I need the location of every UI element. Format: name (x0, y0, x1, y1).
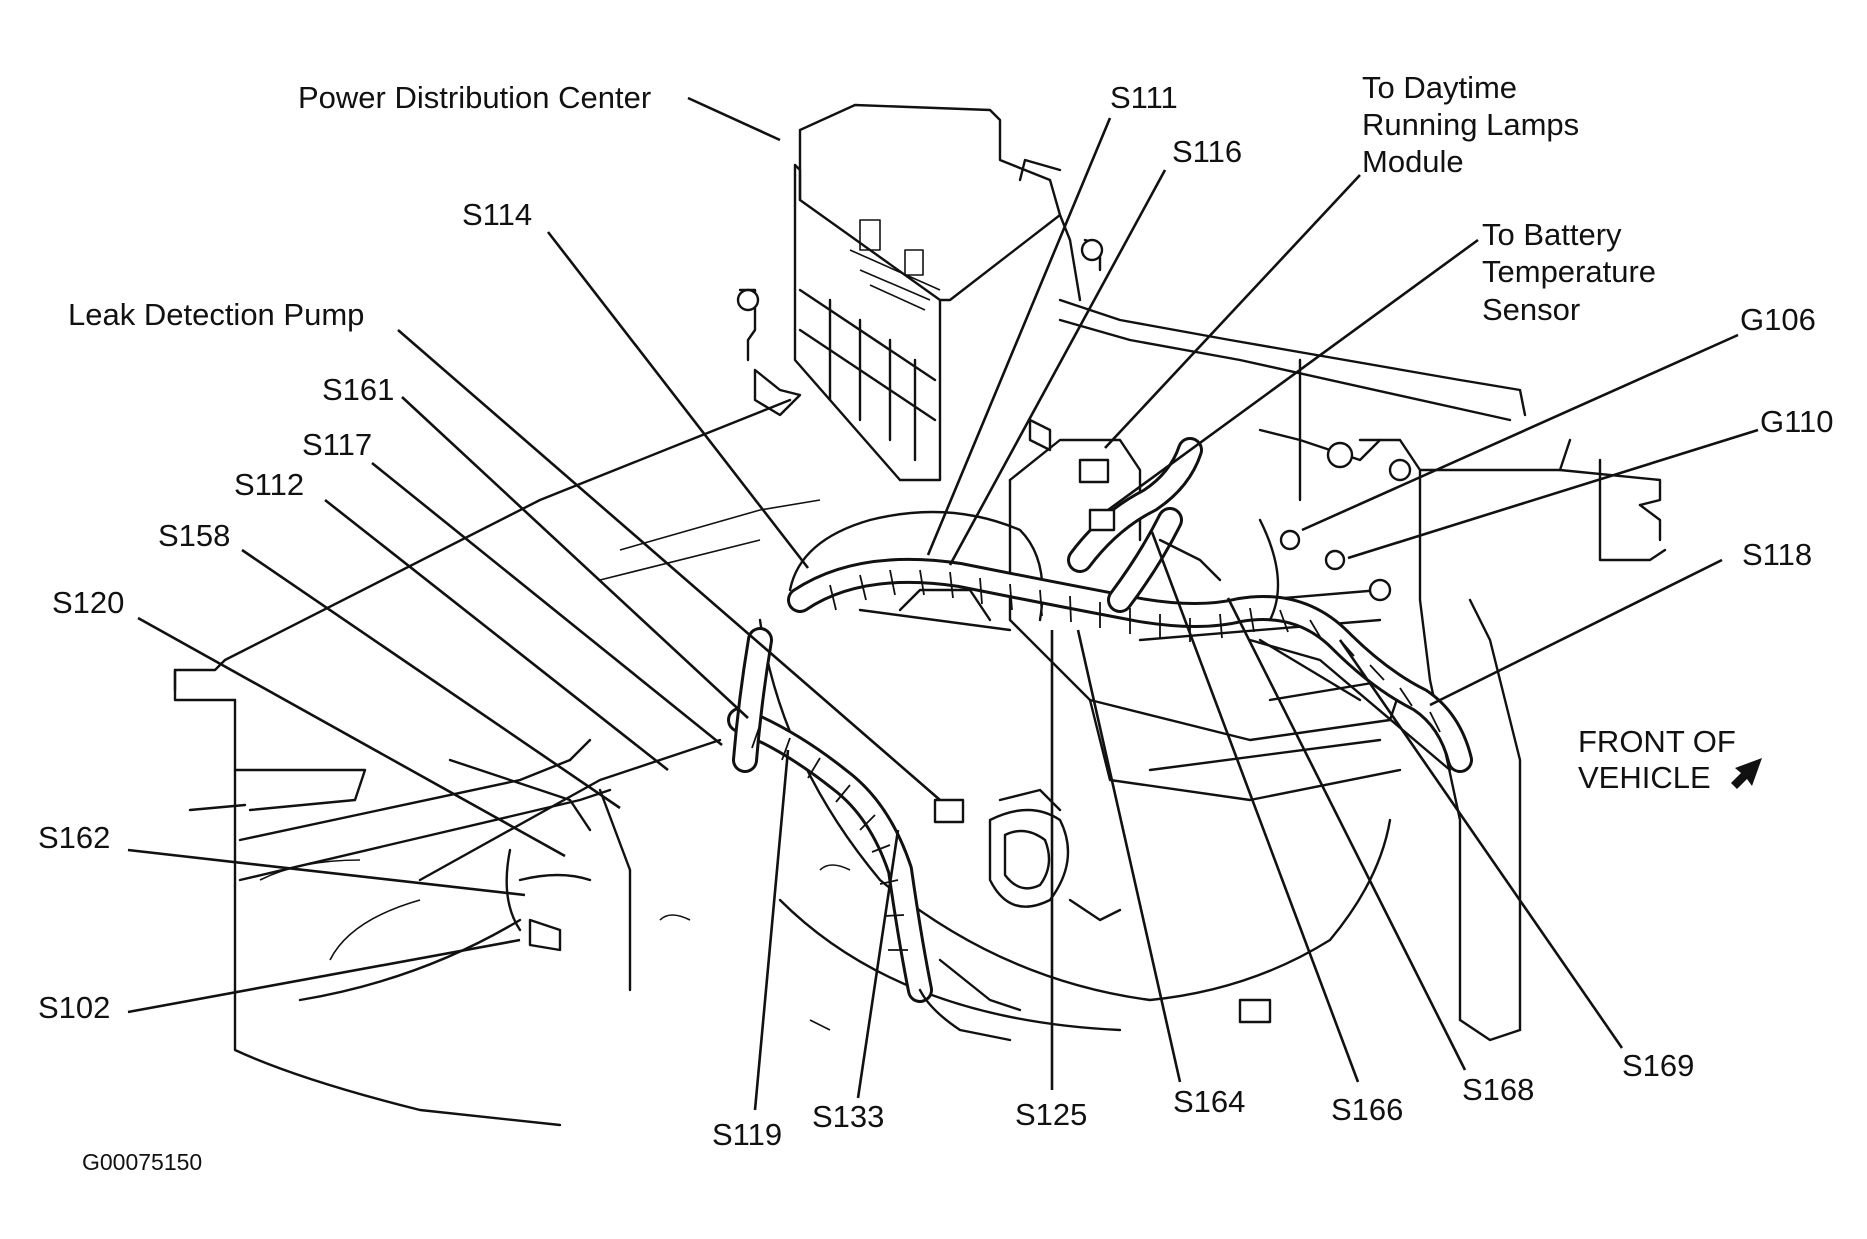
label-s116: S116 (1172, 134, 1242, 169)
label-battery-line2: Temperature (1482, 254, 1656, 289)
leader-lines (127, 96, 1759, 1111)
label-s168: S168 (1462, 1072, 1534, 1107)
arrow-up-right-icon (1731, 758, 1762, 789)
leader-s117 (371, 461, 723, 747)
label-s158: S158 (158, 518, 230, 553)
leader-leak-detection-pump (397, 329, 941, 801)
leader-s114 (546, 231, 810, 569)
label-s164: S164 (1173, 1084, 1245, 1119)
label-g110: G110 (1760, 404, 1834, 439)
power-distribution-center-box (793, 103, 1082, 482)
label-s161: S161 (322, 372, 394, 407)
label-s166: S166 (1331, 1092, 1403, 1127)
leader-s166 (1150, 531, 1360, 1083)
engine-compartment-artwork (173, 103, 1667, 1127)
label-s111: S111 (1110, 80, 1178, 115)
figure-id: G00075150 (82, 1149, 202, 1175)
leader-battery-sensor (1107, 238, 1479, 512)
label-s169: S169 (1622, 1048, 1694, 1083)
leader-s119 (753, 749, 790, 1111)
leader-s111 (926, 117, 1112, 556)
left-fender-panel (173, 398, 821, 1127)
label-s125: S125 (1015, 1097, 1087, 1132)
leader-s116 (948, 169, 1167, 566)
label-s114: S114 (462, 197, 532, 232)
label-s117: S117 (302, 427, 372, 462)
leader-s120 (137, 616, 566, 858)
leader-s118 (1429, 558, 1723, 707)
label-s102: S102 (38, 990, 110, 1025)
label-daytime-line3: Module (1362, 144, 1464, 179)
label-s112: S112 (234, 467, 304, 502)
label-battery-line3: Sensor (1482, 292, 1580, 327)
leader-daytime-module (1104, 174, 1361, 449)
label-front-line1: FRONT OF (1578, 724, 1736, 759)
label-battery-line1: To Battery (1482, 217, 1622, 252)
leader-s162 (127, 848, 526, 897)
label-s118: S118 (1742, 537, 1812, 572)
leader-s112 (324, 498, 669, 772)
label-power-distribution-center: Power Distribution Center (298, 80, 651, 115)
label-leak-detection-pump: Leak Detection Pump (68, 297, 364, 332)
leader-g110 (1347, 428, 1759, 560)
leader-s168 (1226, 597, 1467, 1071)
leader-s164 (1076, 629, 1182, 1083)
mounting-bolts (736, 238, 1104, 452)
label-s119: S119 (712, 1117, 782, 1152)
label-front-line2: VEHICLE (1578, 760, 1711, 795)
label-s133: S133 (812, 1099, 884, 1134)
label-daytime-line2: Running Lamps (1362, 107, 1579, 142)
leader-s158 (241, 548, 621, 810)
leader-g106 (1301, 333, 1739, 532)
leader-s133 (856, 829, 900, 1099)
label-g106: G106 (1740, 302, 1816, 337)
label-s120: S120 (52, 585, 124, 620)
leader-s102 (127, 938, 521, 1014)
label-daytime-line1: To Daytime (1362, 70, 1517, 105)
callout-labels: Power Distribution Center S111 S116 To D… (38, 70, 1834, 1175)
leader-s169 (1338, 639, 1624, 1049)
wiring-harness (505, 437, 1473, 1042)
label-s162: S162 (38, 820, 110, 855)
leader-power-distribution-center (687, 96, 781, 142)
leader-s161 (401, 396, 749, 719)
